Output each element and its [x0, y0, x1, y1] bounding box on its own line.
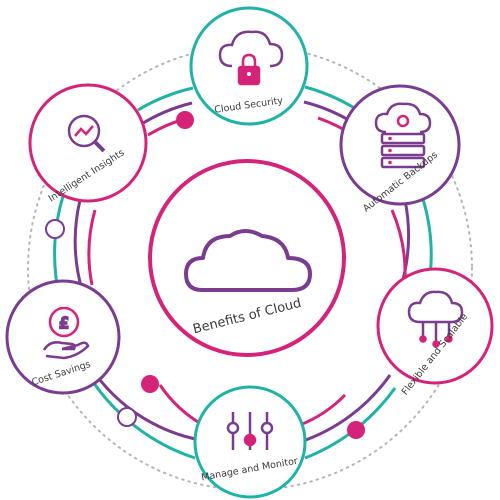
track-dot-magenta: [347, 421, 365, 439]
track-dot-hollow: [117, 407, 137, 427]
track-dot-magenta: [176, 111, 194, 129]
node-automatic-backups: Automatic Backups: [339, 84, 461, 215]
node-intelligent-insights: Intelligent Insights: [28, 83, 148, 205]
cloud-server-icon: [374, 102, 432, 169]
center-hub: Benefits of Cloud: [148, 159, 346, 357]
pound-coin-hand-icon: £: [42, 306, 90, 360]
magnifier-chart-icon: [67, 114, 106, 153]
track-dot-hollow: [45, 219, 65, 239]
svg-text:£: £: [59, 314, 69, 332]
sliders-icon: [226, 412, 274, 450]
cloud-network-icon: [407, 290, 464, 348]
node-cost-savings: £ Cost Savings: [5, 279, 121, 395]
track-dot-magenta: [141, 375, 159, 393]
cloud-icon: [184, 229, 312, 292]
node-cloud-security: Cloud Security: [189, 6, 309, 126]
cloud-lock-icon: [218, 30, 284, 86]
node-flexible-scalable: Flexible and Scalable: [376, 267, 494, 397]
node-manage-monitor: Manage and Monitor: [193, 385, 307, 499]
